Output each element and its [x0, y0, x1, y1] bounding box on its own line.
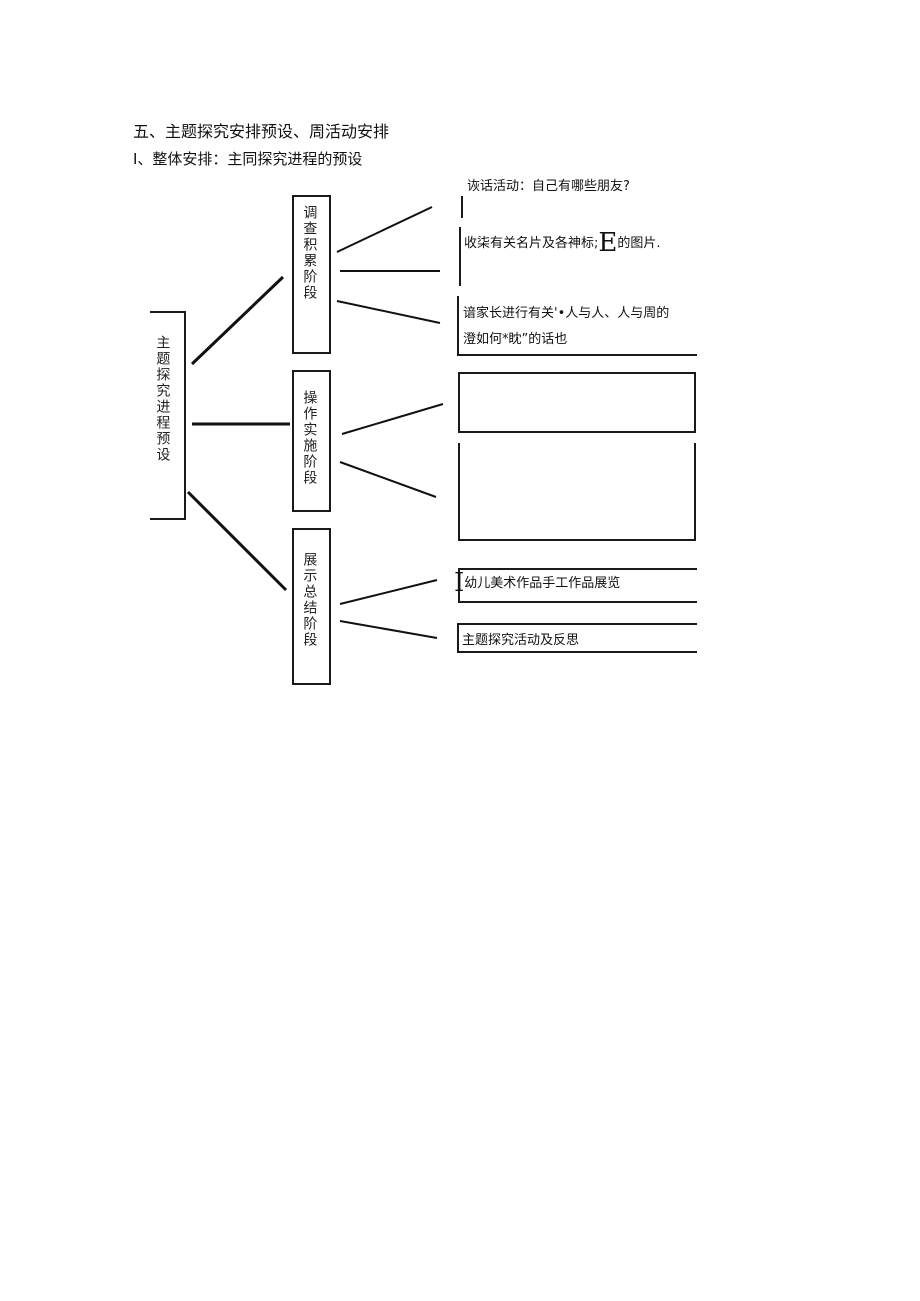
leaf-1-2-bracket — [459, 227, 461, 286]
leaf-3-2-box — [457, 623, 697, 653]
stage-label-1: 调查积累阶段 — [301, 205, 318, 301]
leaf-2-1-box — [458, 372, 696, 433]
leaf-3-1-box — [458, 568, 697, 603]
connector-stage2-leaf2 — [339, 461, 437, 498]
connector-stage1-leaf1 — [336, 206, 433, 253]
connector-root-stage3 — [186, 490, 288, 592]
root-label: 主题探究进程预设 — [154, 335, 171, 463]
leaf-2-2-box — [458, 443, 696, 541]
leaf-1-3-box — [457, 296, 697, 356]
stage-node-2: 操作实施阶段 — [292, 370, 331, 512]
leaf-1-1-bracket — [461, 196, 463, 218]
root-node: 主题探究进程预设 — [150, 311, 186, 520]
stage-node-1: 调查积累阶段 — [292, 195, 331, 354]
leaf-1-3-text-line1: 谙家长进行有关'•人与人、人与周的 — [463, 306, 670, 321]
subsection-title: I、整体安排：主同探究进程的预设 — [133, 150, 363, 168]
leaf-1-2-text: 收柒有关名片及各神标;E的图片. — [464, 228, 661, 258]
leaf-3-2-text: 主题探究活动及反思 — [462, 633, 580, 648]
leaf-1-2-text-b: 的图片. — [617, 236, 661, 251]
leaf-3-1-text: I幼儿美术作品手工作品展览 — [454, 568, 620, 598]
leaf-1-2-text-a: 收柒有关名片及各神标; — [464, 236, 599, 251]
leaf-1-2-letter: E — [598, 228, 618, 258]
leaf-1-3-text-line2: 澄如何*眈”的话也 — [463, 332, 568, 347]
section-title: 五、主题探究安排预设、周活动安排 — [133, 122, 390, 141]
stage-label-2: 操作实施阶段 — [301, 390, 318, 486]
connector-stage1-leaf3 — [336, 300, 441, 324]
connector-stage2-leaf1 — [341, 403, 444, 435]
leaf-1-1-text: 诙话活动：自己有哪些朋友? — [467, 179, 630, 194]
leaf-3-1-label: 幼儿美术作品手工作品展览 — [464, 576, 621, 591]
connector-stage3-leaf1 — [339, 579, 438, 605]
stage-node-3: 展示总结阶段 — [292, 528, 331, 685]
connector-stage3-leaf2 — [339, 620, 438, 639]
stage-label-3: 展示总结阶段 — [301, 552, 318, 648]
connector-root-stage1 — [190, 275, 285, 366]
leaf-3-1-letter: I — [454, 568, 465, 598]
